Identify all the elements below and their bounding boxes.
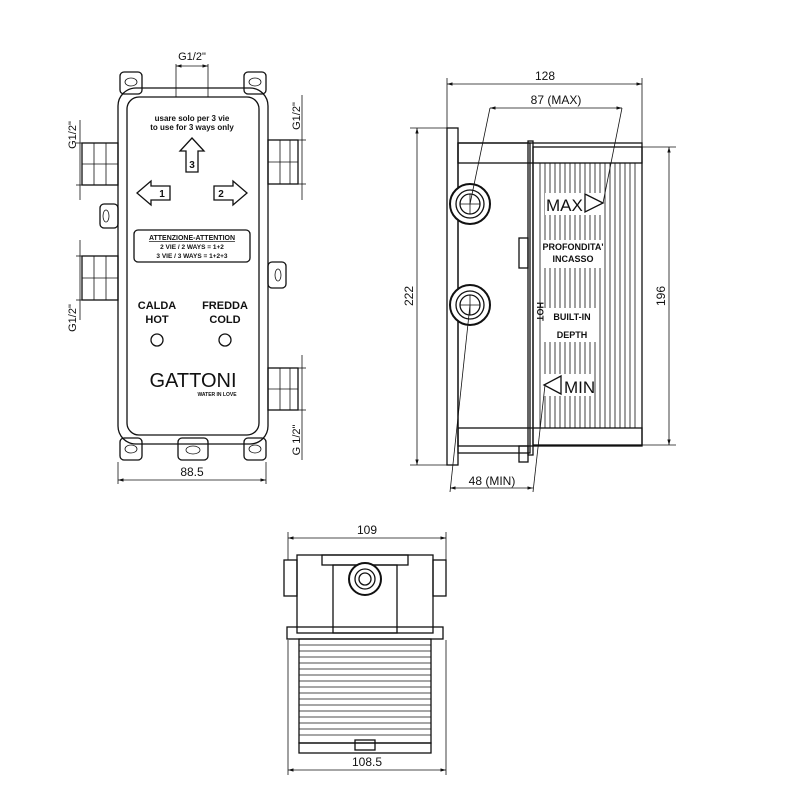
hot-indicator-hole xyxy=(150,333,164,347)
min-depth-dimension: 48 (MIN) xyxy=(469,474,516,488)
max-label: MAX xyxy=(546,196,583,215)
top-port-label: G1/2" xyxy=(178,51,206,63)
left-bottom-port-label: G1/2" xyxy=(67,304,79,332)
pipe-fittings xyxy=(81,139,299,411)
brand-logo: GATTONI xyxy=(149,370,236,392)
arrow-3-label: 3 xyxy=(189,160,195,171)
arrow-up-icon xyxy=(178,137,206,173)
right-top-port-label: G1/2" xyxy=(291,102,303,130)
cold-indicator-hole xyxy=(218,333,232,347)
side-clip xyxy=(518,237,529,269)
arrow-2-label: 2 xyxy=(218,189,224,200)
hot-label-en: HOT xyxy=(145,314,169,326)
bottom-threaded-sleeve xyxy=(298,638,432,744)
bottom-left-fitting xyxy=(283,559,298,597)
front-cover xyxy=(126,96,260,436)
min-arrow-icon xyxy=(542,374,562,396)
overall-depth-dimension: 128 xyxy=(535,69,555,83)
bottom-view: 109 108.5 xyxy=(283,523,447,775)
cold-label-it: FREDDA xyxy=(202,300,248,312)
sleeve-height-dimension: 196 xyxy=(654,286,668,306)
arrow-right-icon xyxy=(213,179,248,207)
front-view: G1/2" G1/2" G1/2" G1/2" G 1/2" 88.5 usar… xyxy=(67,51,306,484)
width-dimension: 88.5 xyxy=(180,465,204,479)
bottom-threads xyxy=(299,644,431,736)
hot-label-it: CALDA xyxy=(138,300,177,312)
note-it: usare solo per 3 vie xyxy=(155,114,230,123)
top-width-dimension: 109 xyxy=(357,523,377,537)
left-top-port-label: G1/2" xyxy=(67,121,79,149)
attention-line-2: 3 VIE / 3 WAYS = 1+2+3 xyxy=(156,253,228,260)
arrow-left-icon xyxy=(136,179,171,207)
brand-tagline: WATER IN LOVE xyxy=(197,392,237,398)
bottom-right-fitting xyxy=(432,559,447,597)
side-view: MAX PROFONDITA' INCASSO BUILT-IN DEPTH H… xyxy=(402,69,676,493)
attention-title: ATTENZIONE-ATTENTION xyxy=(149,235,235,242)
right-bottom-port-label: G 1/2" xyxy=(291,425,303,456)
height-dimension: 222 xyxy=(402,286,416,306)
depth-label-en-2: DEPTH xyxy=(557,330,588,340)
depth-label-en-1: BUILT-IN xyxy=(553,312,590,322)
attention-box xyxy=(133,229,251,263)
threaded-sleeve xyxy=(532,146,643,446)
note-en: to use for 3 ways only xyxy=(150,123,234,132)
attention-line-1: 2 VIE / 2 WAYS = 1+2 xyxy=(160,244,224,251)
cold-label-en: COLD xyxy=(209,314,240,326)
max-depth-dimension: 87 (MAX) xyxy=(531,93,582,107)
bottom-width-dimension: 108.5 xyxy=(352,755,382,769)
max-arrow-icon xyxy=(584,192,605,214)
bottom-fitting xyxy=(348,562,382,596)
depth-label-it-1: PROFONDITA' xyxy=(543,242,604,252)
min-label: MIN xyxy=(564,378,595,397)
side-hot-label: HOT xyxy=(535,302,545,322)
depth-label-it-2: INCASSO xyxy=(552,254,593,264)
arrow-1-label: 1 xyxy=(159,189,165,200)
